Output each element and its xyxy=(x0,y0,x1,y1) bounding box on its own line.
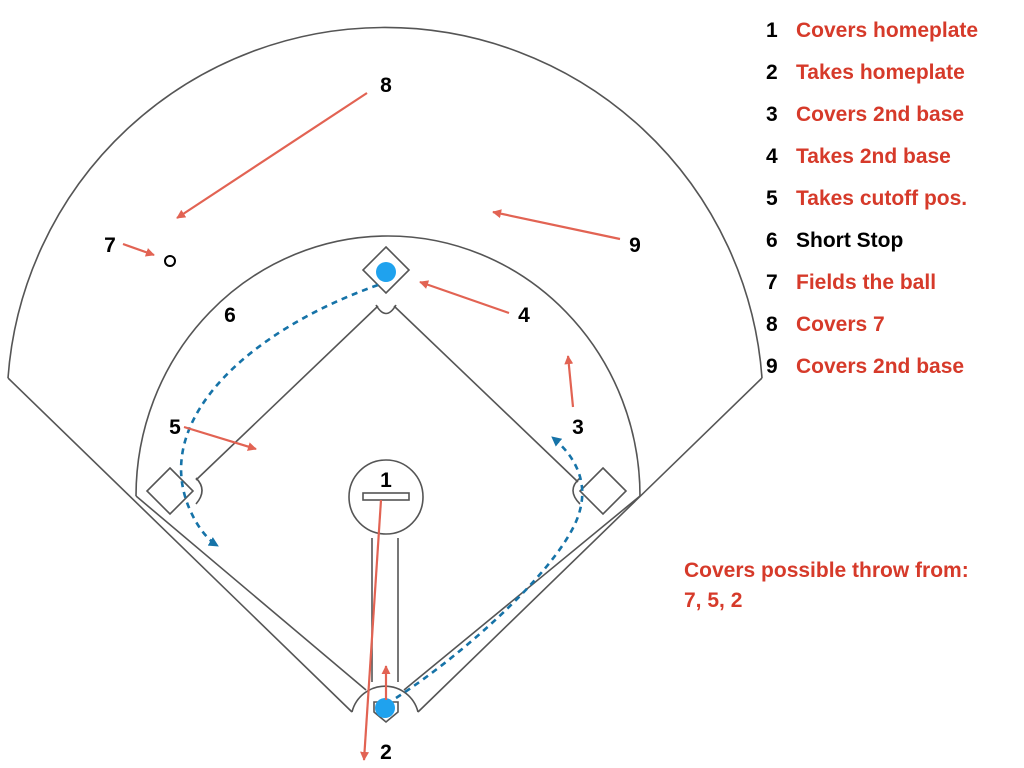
arrow-player-7 xyxy=(122,242,155,257)
movement-arrows xyxy=(122,92,621,761)
arrow-player-9 xyxy=(492,209,621,241)
position-label-6: 6 xyxy=(224,304,236,327)
legend-text: Takes homeplate xyxy=(796,61,965,84)
outfield-boundary xyxy=(7,26,763,713)
legend-row: 7 Fields the ball xyxy=(766,262,1016,304)
second-base-cutout xyxy=(375,304,397,315)
legend-number: 9 xyxy=(766,355,778,378)
legend-text: Takes cutoff pos. xyxy=(796,187,968,210)
position-labels: 8 7 9 6 4 5 3 1 2 xyxy=(104,74,641,764)
position-label-9: 9 xyxy=(629,234,641,257)
legend-number: 8 xyxy=(766,313,778,336)
position-label-1: 1 xyxy=(380,469,392,492)
first-to-second-path xyxy=(393,305,579,483)
third-base-cutout xyxy=(195,477,203,505)
legend-row: 4 Takes 2nd base xyxy=(766,136,1016,178)
throw-note-line-2: 7, 5, 2 xyxy=(684,589,743,612)
legend-text: Covers 7 xyxy=(796,313,885,336)
legend-number: 2 xyxy=(766,61,778,84)
legend-text: Short Stop xyxy=(796,229,904,252)
throw-path-home-to-first xyxy=(395,435,584,700)
legend-row: 5 Takes cutoff pos. xyxy=(766,178,1016,220)
pitchers-rubber xyxy=(362,492,410,501)
outfield-fence xyxy=(7,26,763,379)
legend-text: Covers 2nd base xyxy=(796,355,965,378)
first-base xyxy=(578,466,628,516)
legend-number: 6 xyxy=(766,229,778,252)
legend-row: 9 Covers 2nd base xyxy=(766,346,1016,388)
throw-path-second-to-third xyxy=(179,283,379,548)
position-label-4: 4 xyxy=(518,304,530,327)
legend-row: 6 Short Stop xyxy=(766,220,1016,262)
arrow-player-3 xyxy=(564,355,575,408)
throw-note-line-1: Covers possible throw from: xyxy=(684,559,969,582)
ball-marker xyxy=(164,255,176,267)
third-to-second-path xyxy=(195,305,379,481)
position-label-8: 8 xyxy=(380,74,392,97)
legend-number: 3 xyxy=(766,103,778,126)
infield-arc xyxy=(135,235,641,497)
arrow-player-8 xyxy=(176,92,368,219)
legend-number: 4 xyxy=(766,145,778,168)
left-foul-line-inner xyxy=(135,495,367,691)
arrow-player-5 xyxy=(183,425,257,451)
legend-text: Covers homeplate xyxy=(796,19,979,42)
first-base-cutout xyxy=(572,477,581,505)
legend-row: 1 Covers homeplate xyxy=(766,10,1016,52)
position-label-3: 3 xyxy=(572,416,584,439)
legend-text: Covers 2nd base xyxy=(796,103,965,126)
right-foul-line-inner xyxy=(403,495,641,691)
throw-note: Covers possible throw from: 7, 5, 2 xyxy=(684,556,1019,616)
position-label-7: 7 xyxy=(104,234,116,257)
legend-row: 3 Covers 2nd base xyxy=(766,94,1016,136)
infield xyxy=(135,235,641,691)
left-foul-line-outer xyxy=(7,377,353,713)
legend-number: 5 xyxy=(766,187,778,210)
legend-row: 8 Covers 7 xyxy=(766,304,1016,346)
position-label-5: 5 xyxy=(169,416,181,439)
third-base xyxy=(145,466,195,516)
player-marker-home-plate xyxy=(375,698,395,718)
pitchers-mound xyxy=(348,459,424,682)
legend-text: Takes 2nd base xyxy=(796,145,951,168)
legend-number: 7 xyxy=(766,271,778,294)
player-marker-second-base xyxy=(376,262,396,282)
throw-paths xyxy=(179,283,584,700)
right-foul-line-outer xyxy=(417,377,763,713)
legend-row: 2 Takes homeplate xyxy=(766,52,1016,94)
arrow-player-1 xyxy=(360,499,383,761)
position-label-2: 2 xyxy=(380,741,392,764)
arrow-player-4 xyxy=(419,280,510,315)
legend-number: 1 xyxy=(766,19,778,42)
legend-text: Fields the ball xyxy=(796,271,937,294)
